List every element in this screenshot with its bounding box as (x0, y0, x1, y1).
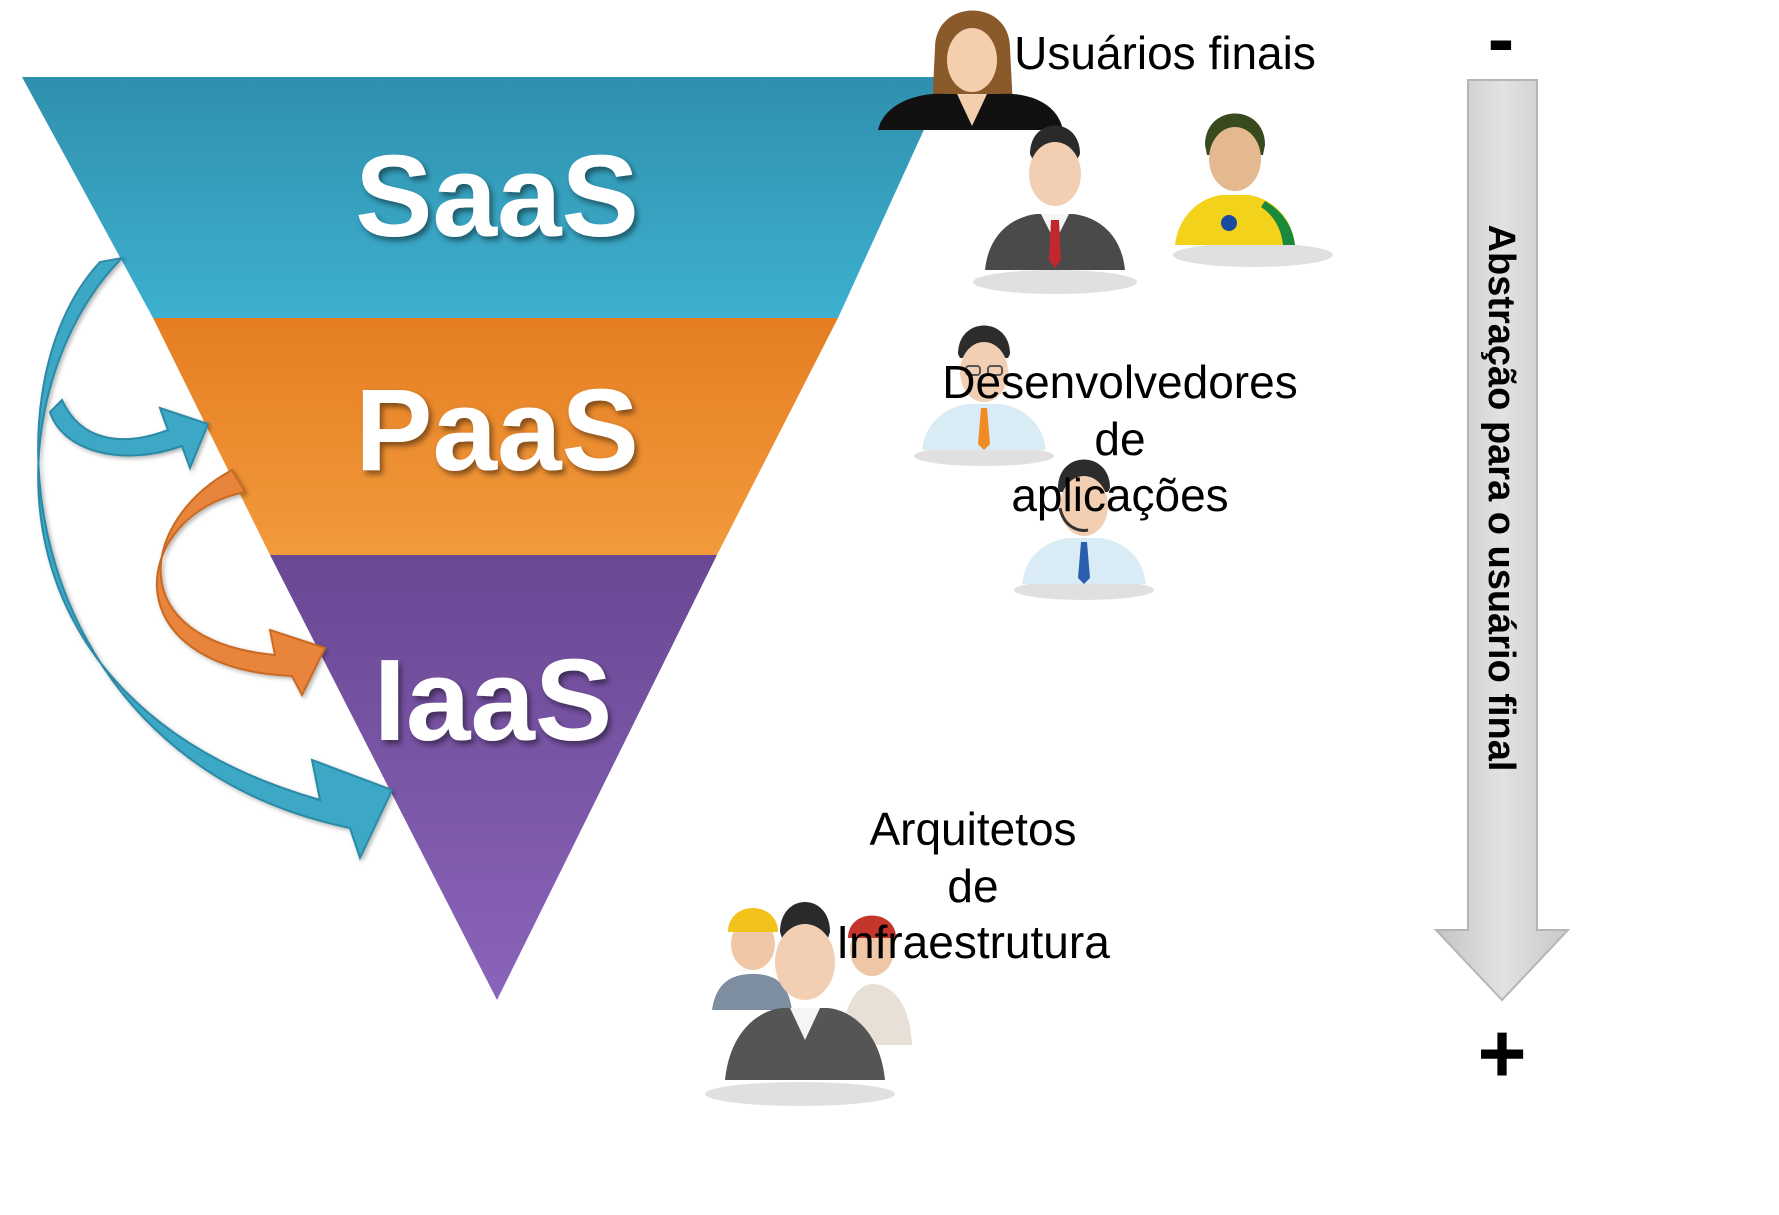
axis-plus-symbol: + (1477, 1006, 1526, 1100)
iaas-role-line3: Infraestrutura (836, 916, 1110, 968)
developer-headset-icon (1014, 459, 1154, 600)
axis-label: Abstração para o usuário final (1480, 225, 1522, 772)
saas-to-paas-arrow (48, 398, 210, 471)
woman-user-icon (878, 10, 1063, 130)
paas-label: PaaS (355, 365, 639, 495)
saas-role-line1: Usuários finais (1014, 27, 1316, 79)
saas-label: SaaS (355, 131, 639, 261)
saas-role: Usuários finais (1014, 27, 1316, 79)
infrastructure-team-icon (705, 902, 912, 1106)
iaas-role-line1: Arquitetos (869, 803, 1076, 855)
paas-layer (153, 318, 838, 555)
abstraction-axis: - Abstração para o usuário final + (1433, 0, 1571, 1100)
iaas-role: Arquitetos de Infraestrutura (836, 803, 1110, 968)
transition-arrows (37, 256, 394, 861)
saas-to-iaas-arrow (37, 256, 394, 861)
iaas-label: IaaS (374, 635, 613, 765)
iaas-layer (270, 555, 717, 1000)
paas-role-line3: aplicações (1011, 469, 1228, 521)
brazil-fan-icon (1173, 113, 1333, 267)
iaas-role-line2: de (947, 860, 998, 912)
developer-glasses-icon (914, 325, 1054, 466)
saas-layer (22, 77, 948, 318)
paas-role-line1: Desenvolvedores (942, 356, 1297, 408)
paas-to-iaas-arrow (156, 468, 327, 698)
funnel: SaaS PaaS IaaS (22, 77, 948, 1000)
businessman-icon (973, 125, 1137, 294)
paas-role-line2: de (1094, 413, 1145, 465)
axis-arrow (1433, 79, 1571, 1002)
paas-role: Desenvolvedores de aplicações (942, 356, 1297, 521)
axis-minus-symbol: - (1488, 0, 1515, 83)
